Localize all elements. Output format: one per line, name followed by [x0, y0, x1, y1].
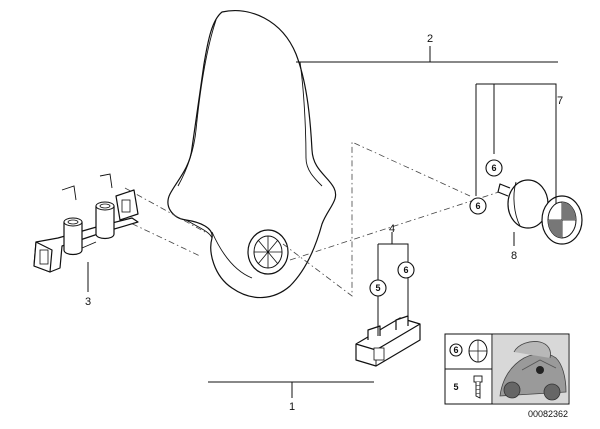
inset-emblem [468, 339, 488, 363]
svg-text:5: 5 [375, 283, 380, 293]
assembly-line-left [124, 187, 206, 233]
svg-text:6: 6 [475, 201, 480, 211]
motorcycle-thumbnail [493, 335, 568, 403]
leader-2 [296, 46, 558, 63]
bracket-part [33, 173, 139, 273]
cover-part [167, 10, 337, 299]
callout-2: 2 [427, 33, 433, 45]
svg-text:6: 6 [403, 265, 408, 275]
circle-label-5: 5 [369, 279, 387, 297]
drawing-number: 00082362 [528, 409, 568, 419]
callout-7: 7 [557, 95, 563, 107]
badge-part [541, 195, 583, 245]
callout-1: 1 [289, 401, 295, 413]
circle-label-6-top: 6 [485, 159, 503, 177]
retainer-part [355, 315, 421, 367]
leader-1 [208, 381, 374, 398]
callout-4: 4 [389, 223, 395, 235]
inset-label-6: 6 [449, 343, 463, 357]
assembly-line-left2 [119, 217, 201, 257]
svg-text:6: 6 [453, 345, 458, 355]
inset-label-5: 5 [453, 382, 458, 392]
screw-part [473, 375, 483, 399]
callout-3: 3 [85, 296, 91, 308]
cover-emblem [247, 229, 289, 275]
circle-label-6-mid: 6 [469, 197, 487, 215]
circle-label-6-right: 6 [397, 261, 415, 279]
assembly-line-right [289, 189, 506, 261]
callout-8: 8 [511, 250, 517, 262]
svg-text:6: 6 [491, 163, 496, 173]
assembly-line-center [282, 141, 471, 297]
leader-7 [475, 83, 557, 204]
cap-part [497, 179, 549, 229]
inset-box: 6 5 [444, 333, 570, 405]
